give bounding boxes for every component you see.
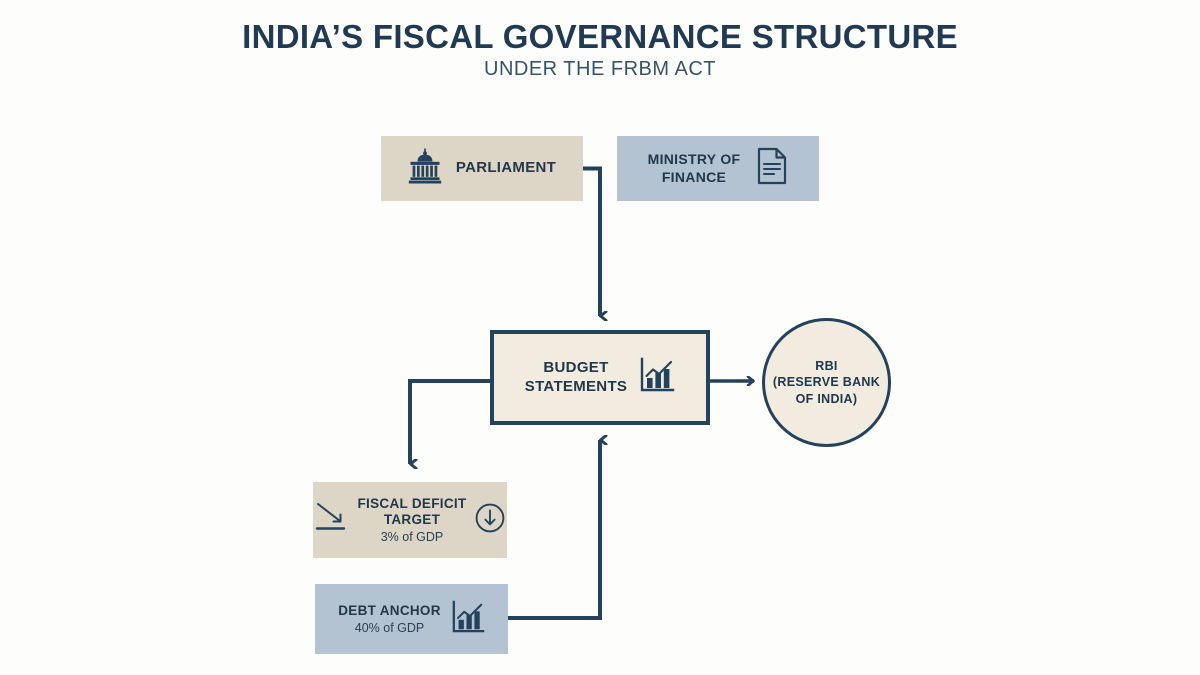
- node-parliament-title: PARLIAMENT: [455, 159, 557, 177]
- node-rbi-labels: RBI (RESERVE BANK OF INDIA): [773, 358, 880, 407]
- node-ministry-of-finance-title: MINISTRY OF FINANCE: [647, 151, 741, 185]
- node-fiscal-deficit-target[interactable]: FISCAL DEFICIT TARGET 3% of GDP: [313, 482, 507, 558]
- connector-budget-to-fiscal-deficit: [408, 379, 490, 464]
- node-debt-anchor[interactable]: DEBT ANCHOR 40% of GDP: [315, 584, 508, 654]
- circle-down-arrow-icon: [474, 502, 506, 539]
- node-fiscal-deficit-target-title: FISCAL DEFICIT TARGET: [357, 495, 467, 527]
- node-ministry-of-finance-labels: MINISTRY OF FINANCE: [648, 151, 741, 186]
- node-parliament[interactable]: PARLIAMENT: [381, 136, 583, 201]
- node-budget-statements-title: BUDGET STATEMENTS: [524, 358, 628, 395]
- node-debt-anchor-value: 40% of GDP: [354, 620, 425, 635]
- node-debt-anchor-labels: DEBT ANCHOR 40% of GDP: [338, 603, 441, 634]
- connector-parliament-to-budget: [583, 166, 600, 317]
- node-debt-anchor-title: DEBT ANCHOR: [338, 603, 441, 619]
- node-rbi-title: RBI (RESERVE BANK OF INDIA): [772, 359, 881, 406]
- connector-debt-anchor-to-budget: [508, 440, 600, 620]
- bar-chart-trend-icon: [639, 357, 675, 398]
- node-fiscal-deficit-target-labels: FISCAL DEFICIT TARGET 3% of GDP: [358, 496, 467, 544]
- node-ministry-of-finance[interactable]: MINISTRY OF FINANCE: [617, 136, 819, 201]
- page-subtitle: UNDER THE FRBM ACT: [484, 58, 716, 80]
- document-icon: [756, 147, 788, 190]
- declining-arrow-icon: [314, 501, 350, 540]
- page-title: INDIA’S FISCAL GOVERNANCE STRUCTURE: [242, 18, 958, 55]
- node-parliament-labels: PARLIAMENT: [455, 159, 557, 177]
- node-budget-statements-labels: BUDGET STATEMENTS: [525, 359, 627, 397]
- node-budget-statements[interactable]: BUDGET STATEMENTS: [490, 330, 710, 425]
- node-fiscal-deficit-target-value: 3% of GDP: [380, 530, 444, 545]
- node-rbi[interactable]: RBI (RESERVE BANK OF INDIA): [762, 318, 891, 447]
- bar-chart-trend-icon: [451, 600, 485, 639]
- parliament-building-icon: [408, 148, 442, 189]
